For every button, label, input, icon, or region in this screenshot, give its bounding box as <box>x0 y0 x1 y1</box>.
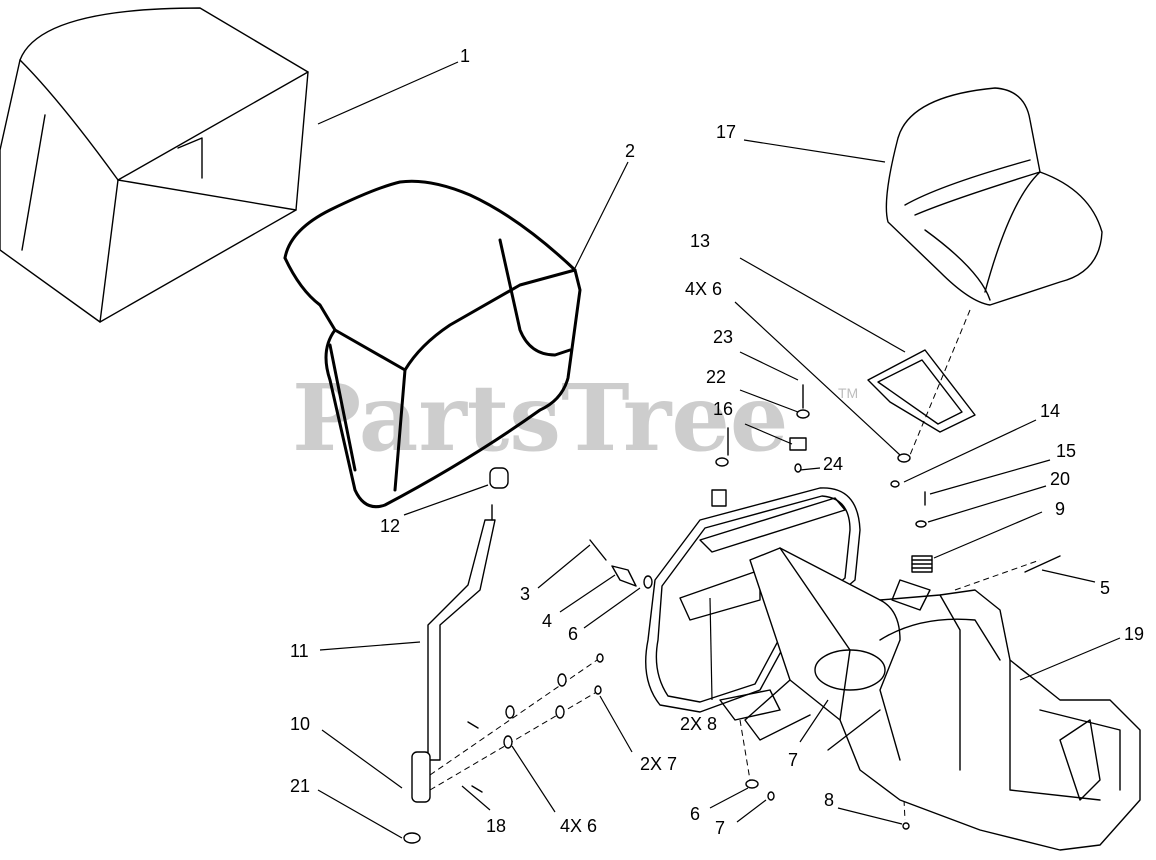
callout-2x8: 2X 8 <box>680 714 717 734</box>
part-19-chassis[interactable] <box>719 547 1141 851</box>
callout-23: 23 <box>713 327 733 347</box>
callout-19: 19 <box>1124 624 1144 644</box>
callout-24: 24 <box>823 454 843 474</box>
callout-10: 10 <box>290 714 310 734</box>
bolt-7-align-line <box>739 719 751 781</box>
watermark-trademark: TM <box>838 385 858 401</box>
callout-18: 18 <box>486 816 506 836</box>
callout-4: 4 <box>542 611 552 631</box>
seat-align-line <box>909 309 971 456</box>
callout-22: 22 <box>706 367 726 387</box>
callout-13: 13 <box>690 231 710 251</box>
callout-2x7: 2X 7 <box>640 754 677 774</box>
callout-6-left: 6 <box>568 624 578 644</box>
part-17-seat[interactable] <box>885 87 1103 306</box>
callout-1: 1 <box>460 46 470 66</box>
hardware-small[interactable] <box>467 384 1061 830</box>
callout-20: 20 <box>1050 469 1070 489</box>
part-13-seat-plate[interactable] <box>867 349 976 433</box>
callout-6-bottom: 6 <box>690 804 700 824</box>
callout-5: 5 <box>1100 578 1110 598</box>
callout-16: 16 <box>713 399 733 419</box>
callout-8: 8 <box>824 790 834 810</box>
callout-17: 17 <box>716 122 736 142</box>
callout-labels: 1 2 12 11 10 21 18 4X 6 2X 7 3 4 6 2X 8 … <box>290 46 1144 838</box>
watermark-text: PartsTree <box>292 364 788 472</box>
callout-4x6-bottom: 4X 6 <box>560 816 597 836</box>
part-2-frame[interactable] <box>283 179 582 509</box>
callout-7-bottom: 7 <box>715 818 725 838</box>
part-11-handle[interactable] <box>403 467 601 844</box>
callout-15: 15 <box>1056 441 1076 461</box>
callout-21: 21 <box>290 776 310 796</box>
callout-9: 9 <box>1055 499 1065 519</box>
washers-handle[interactable] <box>503 653 604 749</box>
part-1-cover[interactable] <box>0 7 309 323</box>
callout-7-chassis: 7 <box>788 750 798 770</box>
callout-11: 11 <box>290 641 309 661</box>
leader-lines <box>317 61 1121 839</box>
callout-12: 12 <box>380 516 400 536</box>
bolt-5-align-line <box>954 559 1041 591</box>
callout-14: 14 <box>1040 401 1060 421</box>
callout-4x6-top: 4X 6 <box>685 279 722 299</box>
callout-2: 2 <box>625 141 635 161</box>
callout-3: 3 <box>520 584 530 604</box>
